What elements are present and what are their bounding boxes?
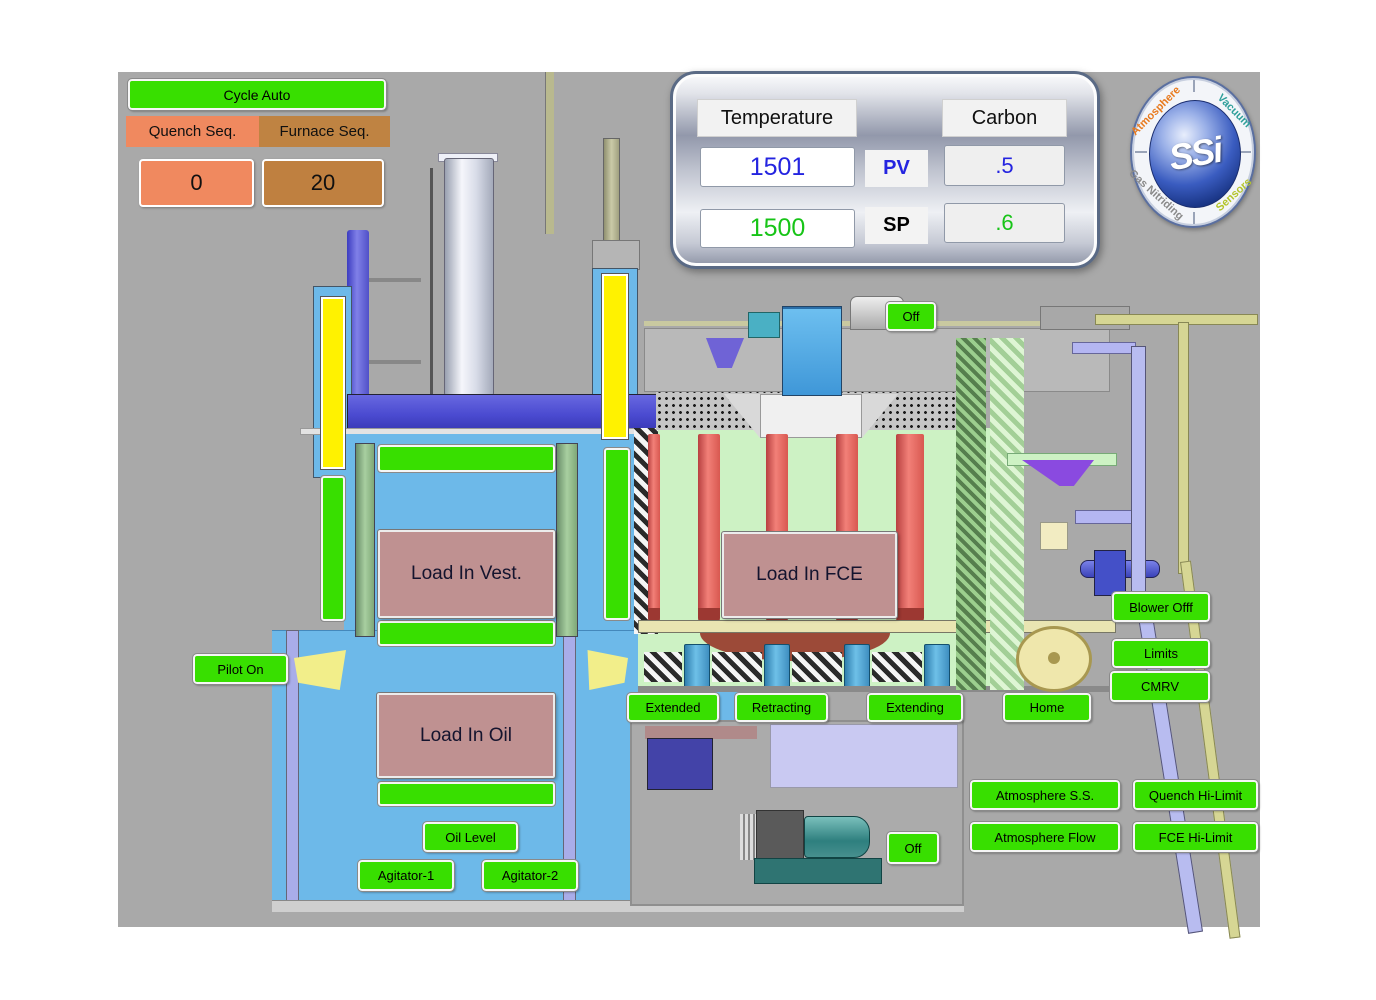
vent-pipe (545, 72, 554, 234)
vest-column-left (355, 443, 375, 637)
support-cylinder (844, 644, 870, 688)
temperature-label: Temperature (697, 99, 857, 137)
elevator-home-button[interactable]: Home (1002, 692, 1092, 723)
pilot-status-button[interactable]: Pilot On (192, 653, 289, 685)
oil-level-button[interactable]: Oil Level (422, 821, 519, 853)
cmrv-status-button[interactable]: CMRV (1109, 670, 1211, 703)
burner-flame-left (294, 650, 346, 690)
support-cylinder (764, 644, 790, 688)
support-cylinder (684, 644, 710, 688)
pit-cabinet (770, 724, 958, 788)
agitator-1-button[interactable]: Agitator-1 (357, 859, 455, 892)
base-hatch (792, 652, 842, 682)
logo-divider (1239, 151, 1251, 153)
logo-divider (1193, 80, 1195, 92)
load-in-fce-button[interactable]: Load In FCE (721, 531, 898, 619)
burner-flame-right (587, 650, 628, 690)
furnace-opening (760, 394, 862, 438)
pv-tag: PV (865, 150, 928, 187)
quench-seq-value: 0 (139, 159, 254, 207)
yellow-pipe-vertical (1178, 322, 1189, 574)
temperature-pv-display: 1501 (700, 147, 855, 187)
lift-indicator-green-left (320, 475, 346, 622)
mast-cap (592, 240, 640, 270)
sensor-pipe (430, 168, 433, 394)
support-cylinder (924, 644, 950, 688)
vest-door-indicator-top (377, 444, 556, 473)
radiant-tube (896, 434, 924, 614)
elevator-retracting-button[interactable]: Retracting (734, 692, 829, 723)
oil-elevator-indicator (377, 781, 556, 807)
lift-indicator-yellow-left (320, 296, 346, 470)
quench-guide-post (347, 230, 369, 432)
furnace-top-platform (644, 328, 1110, 392)
vest-door-indicator-bottom (377, 620, 556, 647)
base-hatch (644, 652, 682, 682)
quench-hi-limit-button[interactable]: Quench Hi-Limit (1132, 779, 1259, 811)
sensor-box (1040, 522, 1068, 550)
load-in-oil-button[interactable]: Load In Oil (376, 692, 556, 779)
carbon-label: Carbon (942, 99, 1067, 137)
transfer-rail (645, 726, 757, 739)
sp-tag: SP (865, 207, 928, 244)
logo-divider (1135, 151, 1147, 153)
logo-core: SSi (1149, 100, 1241, 208)
post-pipe-upper (369, 278, 421, 282)
pump-base (754, 858, 882, 884)
radiant-tube (698, 434, 720, 614)
oil-pump-status-button[interactable]: Off (886, 831, 940, 865)
elevator-extended-button[interactable]: Extended (626, 692, 720, 723)
temperature-sp-input[interactable]: 1500 (700, 209, 855, 248)
furnace-wall-right-inner (956, 338, 986, 690)
atmosphere-ss-button[interactable]: Atmosphere S.S. (969, 779, 1121, 811)
carbon-pv-display: .5 (944, 145, 1065, 186)
lift-indicator-green-right (603, 447, 631, 621)
fan-drive-box (782, 306, 842, 396)
logo-divider (1193, 212, 1195, 224)
purple-pipe-lower (1075, 510, 1137, 524)
oil-pump-motor (804, 816, 870, 858)
logo-ssi-text: SSi (1165, 128, 1225, 179)
lift-indicator-yellow-right (601, 273, 629, 440)
post-pipe-lower (369, 360, 421, 364)
furnace-seq-value: 20 (262, 159, 384, 207)
carbon-sp-input[interactable]: .6 (944, 203, 1065, 243)
ssi-logo: Atmosphere Vacuum Gas Nitriding Sensors … (1126, 76, 1256, 228)
elevator-car (647, 738, 713, 790)
base-hatch (712, 652, 762, 682)
furnace-seq-label: Furnace Seq. (259, 116, 390, 147)
radiant-tube (648, 434, 660, 614)
load-in-vest-button[interactable]: Load In Vest. (377, 529, 556, 619)
elevator-extending-button[interactable]: Extending (866, 692, 964, 723)
blower-status-button[interactable]: Blower Offf (1111, 591, 1211, 623)
furnace-fan-status-button[interactable]: Off (885, 301, 937, 332)
lavender-pipe-vertical (1131, 346, 1146, 610)
base-hatch (872, 652, 922, 682)
yellow-pipe-horizontal (1095, 314, 1258, 325)
furnace-wall-right-outer (990, 338, 1024, 690)
furnace-base-line (638, 686, 1116, 692)
pump-coupling (740, 814, 758, 860)
pump-motor-mount (756, 810, 804, 864)
agitator-2-button[interactable]: Agitator-2 (481, 859, 579, 892)
atmosphere-flow-button[interactable]: Atmosphere Flow (969, 821, 1121, 853)
fce-hi-limit-button[interactable]: FCE Hi-Limit (1132, 821, 1259, 853)
purple-pipe-upper (1072, 342, 1136, 354)
vest-column-right (556, 443, 578, 637)
door-motor (1094, 550, 1126, 596)
lift-cylinder (444, 158, 494, 396)
gear-hub (1048, 652, 1060, 664)
quench-seq-label: Quench Seq. (126, 116, 259, 147)
cycle-mode-button[interactable]: Cycle Auto (127, 78, 387, 111)
limits-status-button[interactable]: Limits (1111, 638, 1211, 669)
aux-box (748, 312, 780, 338)
